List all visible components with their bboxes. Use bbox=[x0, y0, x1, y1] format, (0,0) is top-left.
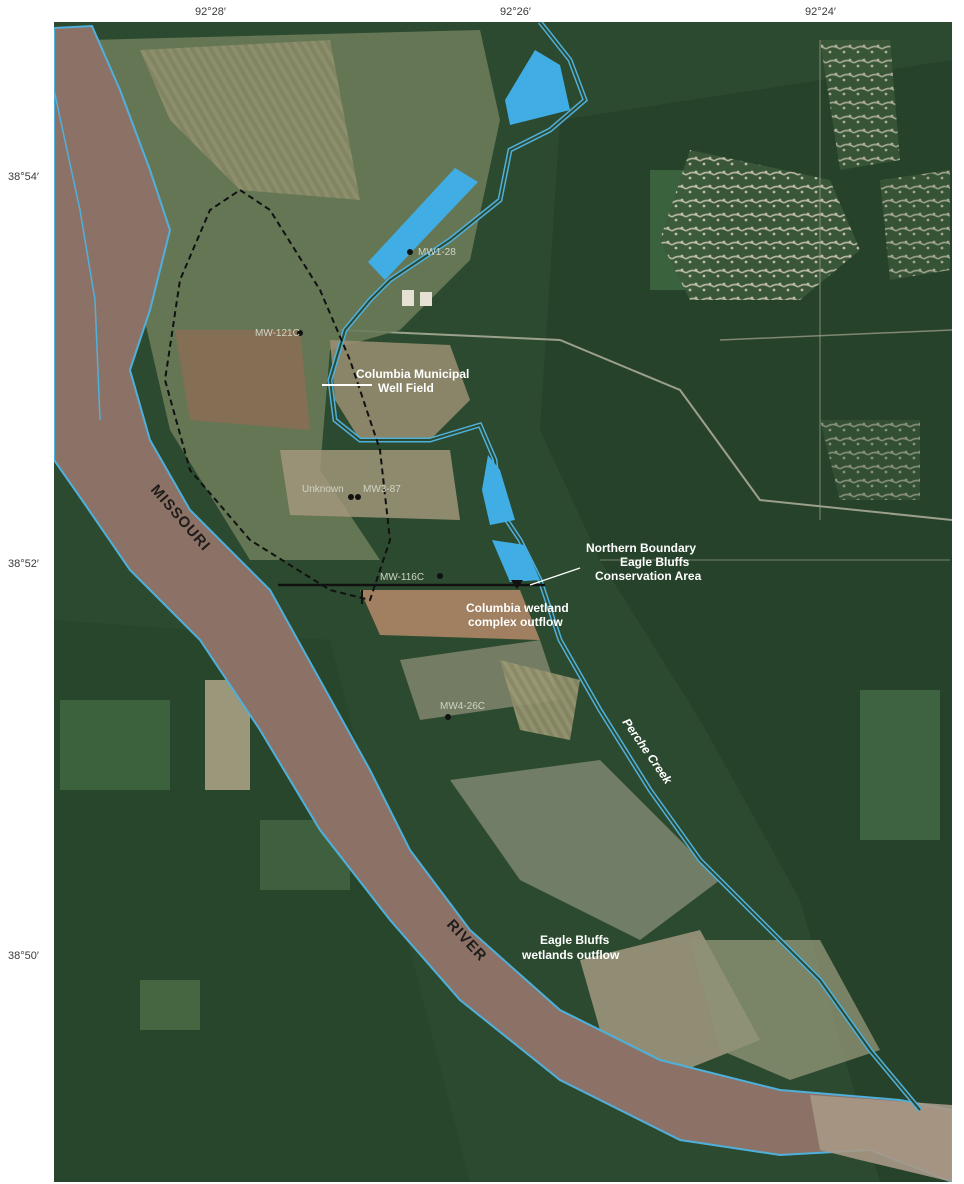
field-tan-1 bbox=[280, 450, 460, 520]
well-marker-mw1-28[interactable] bbox=[407, 249, 413, 255]
road-2 bbox=[719, 329, 952, 341]
well-marker-mw4-26c[interactable] bbox=[445, 714, 451, 720]
field-mid-1 bbox=[360, 590, 540, 640]
well-marker-unknown[interactable] bbox=[348, 494, 354, 500]
well-label-mw4-26c: MW4-26C bbox=[440, 701, 485, 712]
well-marker-mw3-87[interactable] bbox=[355, 494, 361, 500]
outflow-marker bbox=[511, 580, 523, 589]
well-field-structure-1 bbox=[402, 290, 414, 306]
field-west-4 bbox=[140, 980, 200, 1030]
latitude-label-38-52: 38°52′ bbox=[8, 558, 39, 570]
well-field-boundary bbox=[163, 188, 392, 602]
longitude-label-92-26: 92°26′ bbox=[500, 6, 531, 18]
well-label-mw1-116c: MW-116C bbox=[380, 572, 424, 583]
field-west-1 bbox=[60, 700, 170, 790]
suburb-area-1 bbox=[660, 150, 860, 300]
river-sandbar bbox=[810, 1095, 952, 1182]
well-label-mw1-28: MW1-28 bbox=[418, 247, 456, 258]
wetland-area-3 bbox=[690, 940, 880, 1080]
label-well-field-line2: Well Field bbox=[378, 381, 434, 395]
well-field-area bbox=[330, 340, 470, 440]
well-label-mw3-87: MW3-87 bbox=[363, 484, 401, 495]
field-brown-1 bbox=[175, 330, 310, 430]
missouri-river bbox=[54, 24, 952, 1182]
label-boundary-line1: Northern Boundary bbox=[586, 541, 696, 555]
map-canvas: MW1-28 MW-121C Unknown MW3-87 MW-116C MW… bbox=[54, 22, 952, 1182]
label-well-field-line1: Columbia Municipal bbox=[356, 367, 469, 381]
suburb-area-2 bbox=[820, 40, 900, 170]
suburb-area-4 bbox=[820, 420, 920, 500]
longitude-label-92-28: 92°28′ bbox=[195, 6, 226, 18]
longitude-label-92-24: 92°24′ bbox=[805, 6, 836, 18]
pond-3 bbox=[482, 455, 515, 525]
perche-creek-inner bbox=[328, 22, 921, 1111]
pond-4 bbox=[492, 540, 540, 582]
label-eagle-outflow-line1: Eagle Bluffs bbox=[540, 933, 610, 947]
label-wetland-outflow-line2: complex outflow bbox=[468, 615, 563, 629]
boundary-leader bbox=[529, 567, 581, 586]
well-marker-mw1-116c[interactable] bbox=[437, 573, 443, 579]
floodplain-north bbox=[90, 30, 500, 560]
pond-1 bbox=[505, 50, 570, 125]
latitude-label-38-54: 38°54′ bbox=[8, 171, 39, 183]
label-eagle-outflow-line2: wetlands outflow bbox=[521, 948, 620, 962]
well-label-unknown: Unknown bbox=[302, 484, 344, 495]
well-field-structure-2 bbox=[420, 292, 432, 306]
well-marker-mw1-121c[interactable] bbox=[297, 330, 303, 336]
field-strips-mid bbox=[500, 660, 580, 740]
field-strips-north bbox=[140, 40, 360, 200]
label-boundary-line3: Conservation Area bbox=[595, 569, 702, 583]
label-wetland-outflow-line1: Columbia wetland bbox=[466, 601, 569, 615]
latitude-label-38-50: 38°50′ bbox=[8, 950, 39, 962]
wetland-area-1 bbox=[450, 760, 720, 940]
road-1 bbox=[339, 329, 952, 521]
east-forest bbox=[540, 60, 952, 1182]
label-boundary-line2: Eagle Bluffs bbox=[620, 555, 690, 569]
well-label-mw1-121c: MW-121C bbox=[255, 328, 300, 339]
suburb-area-3 bbox=[880, 170, 950, 280]
aerial-map[interactable]: MW1-28 MW-121C Unknown MW3-87 MW-116C MW… bbox=[54, 22, 952, 1182]
field-east-2 bbox=[860, 690, 940, 840]
side-channel bbox=[54, 89, 101, 421]
pond-2 bbox=[368, 168, 478, 280]
